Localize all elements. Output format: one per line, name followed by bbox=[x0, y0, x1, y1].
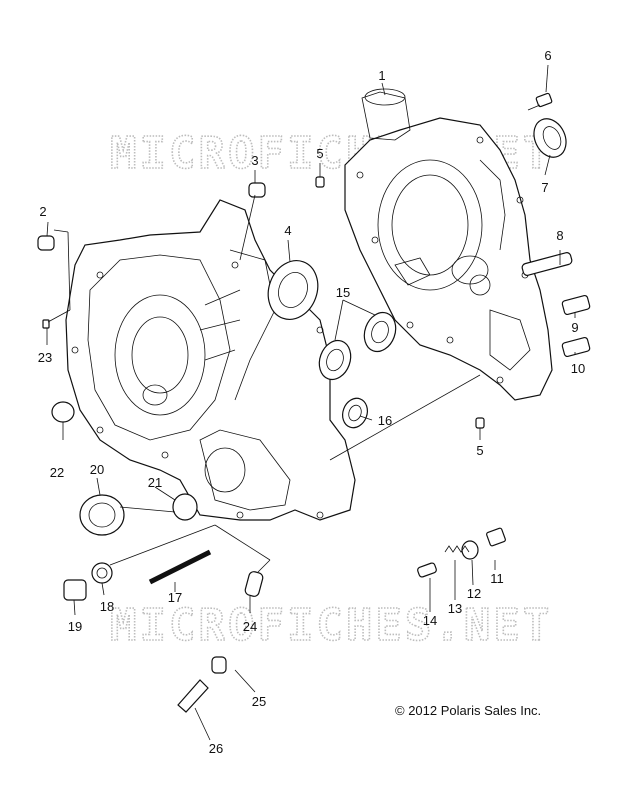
callout-21: 21 bbox=[148, 475, 162, 490]
callout-19: 19 bbox=[68, 619, 82, 634]
callout-11: 11 bbox=[490, 571, 504, 586]
callout-17: 17 bbox=[168, 590, 182, 605]
watermark-bottom: MICROFICHES.NET bbox=[110, 600, 552, 651]
callout-4: 4 bbox=[284, 223, 291, 238]
callout-2: 2 bbox=[39, 204, 46, 219]
callout-23: 23 bbox=[38, 350, 52, 365]
right-crankcase bbox=[344, 88, 553, 401]
callout-7: 7 bbox=[541, 180, 548, 195]
leader-lines bbox=[46, 64, 576, 741]
callout-5: 5 bbox=[316, 146, 323, 161]
callout-13: 13 bbox=[448, 601, 462, 616]
callout-14: 14 bbox=[423, 613, 437, 628]
callout-25: 25 bbox=[252, 694, 266, 709]
callout-12: 12 bbox=[467, 586, 481, 601]
callout-26: 26 bbox=[209, 741, 223, 756]
callout-16: 16 bbox=[378, 413, 392, 428]
callout-24: 24 bbox=[243, 619, 257, 634]
callout-20: 20 bbox=[90, 462, 104, 477]
callout-9: 9 bbox=[571, 320, 578, 335]
callout-6: 6 bbox=[544, 48, 551, 63]
callout-8: 8 bbox=[556, 228, 563, 243]
copyright-notice: © 2012 Polaris Sales Inc. bbox=[395, 703, 542, 718]
callout-5b: 5 bbox=[476, 443, 483, 458]
callout-18: 18 bbox=[100, 599, 114, 614]
callout-15: 15 bbox=[336, 285, 350, 300]
callout-1: 1 bbox=[378, 68, 385, 83]
small-parts bbox=[37, 92, 591, 713]
callout-10: 10 bbox=[571, 361, 585, 376]
callout-labels: 1 2 3 4 5 6 7 8 9 10 11 12 13 14 15 16 5… bbox=[38, 48, 585, 756]
callout-3: 3 bbox=[251, 153, 258, 168]
left-crankcase bbox=[65, 199, 356, 521]
callout-22: 22 bbox=[50, 465, 64, 480]
